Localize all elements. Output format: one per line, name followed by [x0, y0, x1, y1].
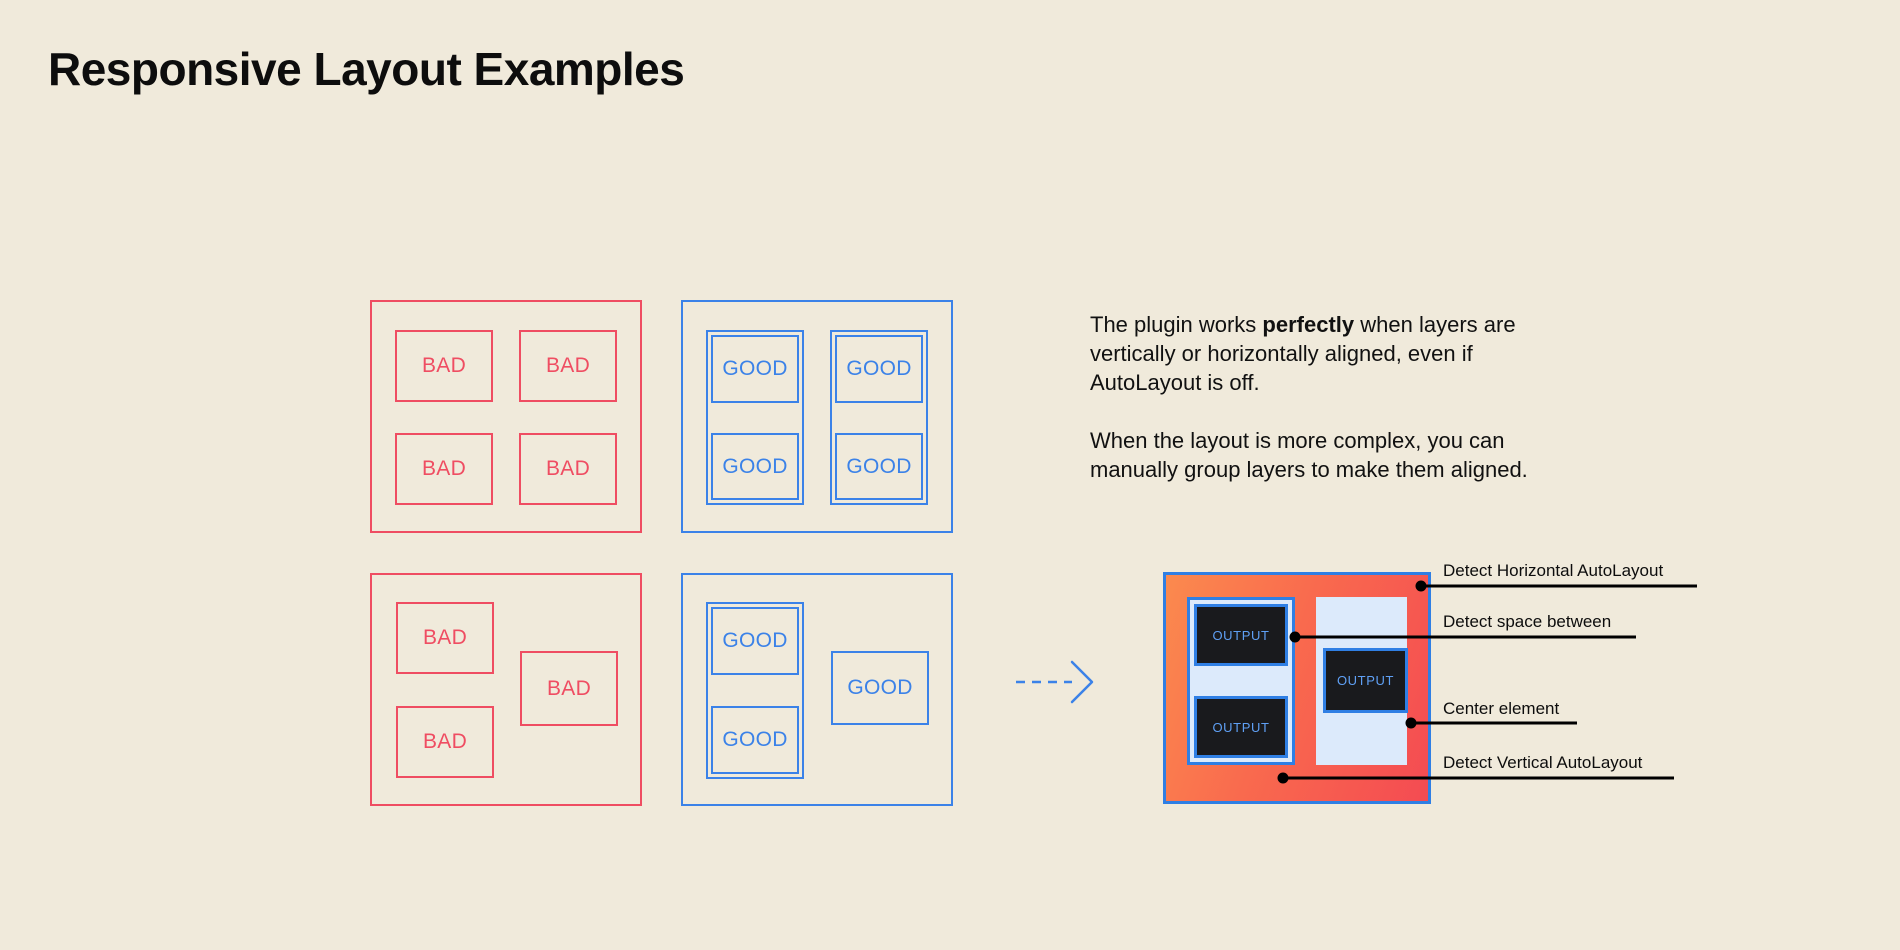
example-cell-bad: BAD — [519, 330, 617, 402]
example-cell-bad: BAD — [396, 706, 494, 778]
description-paragraph-1: The plugin works perfectly when layers a… — [1090, 310, 1550, 397]
example-cell-good: GOOD — [835, 335, 923, 403]
layout-preview-mockup: OUTPUT OUTPUT OUTPUT — [1163, 572, 1431, 804]
description-text: The plugin works perfectly when layers a… — [1090, 310, 1550, 484]
mockup-output-label: OUTPUT — [1336, 673, 1395, 688]
cell-label: BAD — [545, 354, 591, 377]
example-cell-good: GOOD — [831, 651, 929, 725]
mockup-output-block: OUTPUT — [1194, 696, 1288, 758]
paragraph-1-tail: when layers are vertically or horizontal… — [1090, 312, 1516, 395]
example-panel-bad-grid: BAD BAD BAD BAD — [370, 300, 642, 533]
cell-label: BAD — [421, 457, 467, 480]
example-cell-good: GOOD — [835, 433, 923, 500]
callout-label-detect-vertical-autolayout: Detect Vertical AutoLayout — [1443, 753, 1643, 772]
paragraph-1-lead: The plugin works — [1090, 312, 1263, 337]
description-paragraph-2: When the layout is more complex, you can… — [1090, 428, 1528, 482]
example-cell-good: GOOD — [711, 706, 799, 774]
example-panel-good-grid: GOOD GOOD GOOD GOOD — [681, 300, 953, 533]
example-cell-bad: BAD — [396, 602, 494, 674]
callout-label-detect-space-between: Detect space between — [1443, 612, 1612, 631]
example-group-good — [706, 602, 804, 779]
example-cell-bad: BAD — [395, 330, 493, 402]
cell-label: GOOD — [846, 357, 912, 380]
example-cell-bad: BAD — [520, 651, 618, 726]
cell-label: BAD — [421, 354, 467, 377]
mockup-output-label: OUTPUT — [1212, 627, 1270, 643]
cell-label: GOOD — [722, 454, 788, 478]
example-cell-good: GOOD — [711, 433, 799, 500]
example-group-good — [706, 330, 804, 505]
cell-label: GOOD — [847, 676, 913, 699]
cell-label: BAD — [545, 457, 591, 480]
mockup-output-block: OUTPUT — [1194, 604, 1288, 666]
cell-label: GOOD — [722, 629, 788, 652]
cell-label: BAD — [422, 730, 468, 753]
cell-label: GOOD — [722, 357, 788, 380]
dashed-arrow-right-icon — [1016, 660, 1094, 704]
paragraph-1-emphasis: perfectly — [1262, 312, 1355, 337]
example-cell-bad: BAD — [395, 433, 493, 505]
cell-label: GOOD — [722, 728, 788, 751]
example-panel-bad-complex: BAD BAD BAD — [370, 573, 642, 806]
example-cell-bad: BAD — [519, 433, 617, 505]
mockup-output-label: OUTPUT — [1212, 719, 1270, 735]
page-title: Responsive Layout Examples — [48, 43, 685, 95]
callout-label-center-element: Center element — [1443, 699, 1560, 718]
example-group-good — [830, 330, 928, 505]
mockup-output-block: OUTPUT — [1323, 648, 1408, 713]
cell-label: GOOD — [846, 454, 912, 478]
example-cell-good: GOOD — [711, 607, 799, 675]
cell-label: BAD — [422, 626, 468, 649]
callout-label-detect-horizontal-autolayout: Detect Horizontal AutoLayout — [1443, 561, 1664, 580]
example-panel-good-complex: GOOD GOOD GOOD — [681, 573, 953, 806]
example-cell-good: GOOD — [711, 335, 799, 403]
cell-label: BAD — [546, 676, 592, 700]
